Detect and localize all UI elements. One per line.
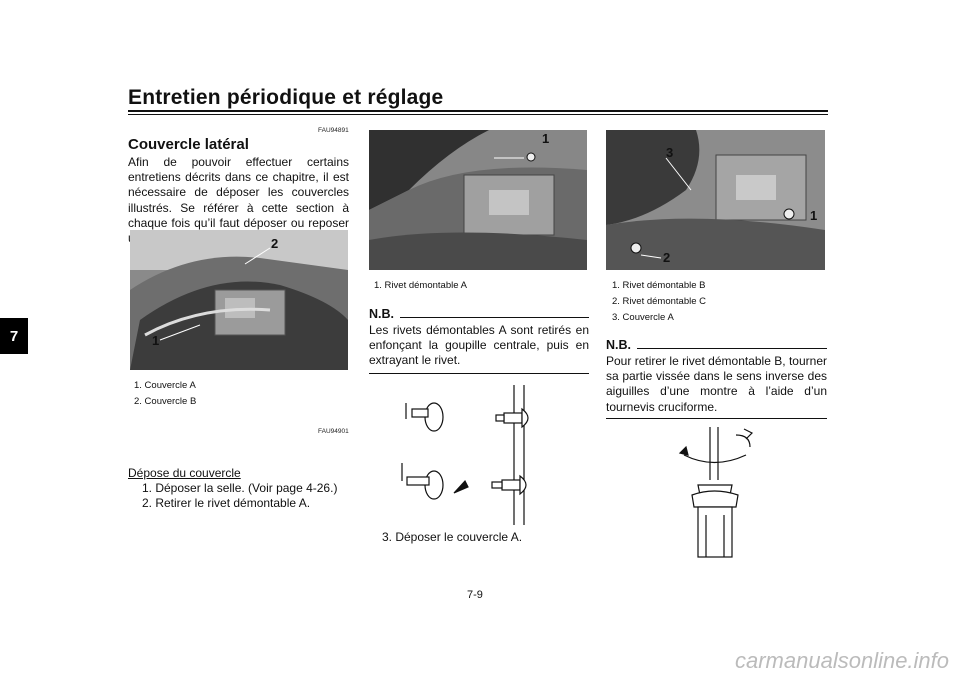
figure-rivet-a [369,130,587,270]
section-heading: Couvercle latéral [128,136,249,153]
step-item: 3. Déposer le couvercle A. [382,530,523,544]
page-number: 7-9 [467,589,483,601]
header-rule-thin [128,114,828,115]
figure-side-covers [130,230,348,370]
figure-callout-1: 1 [152,333,160,348]
page-title: Entretien périodique et réglage [128,86,444,109]
figure-callout-2: 2 [663,250,671,265]
figure-callout-1: 1 [810,208,818,223]
note-text: Pour retirer le rivet démontable B, tour… [606,354,827,414]
figure-screw-rivet-diagram [676,425,776,565]
steps-list: 1. Déposer la selle. (Voir page 4-26.) 2… [142,481,337,511]
figure-rivets-b-c [606,130,825,270]
watermark: carmanualsonline.info [735,648,950,673]
note-divider [606,418,827,419]
chapter-tab: 7 [0,318,28,354]
reference-code: FAU94901 [318,428,349,435]
step-item: 1. Déposer la selle. (Voir page 4-26.) [142,481,338,495]
caption-item: 2. Rivet démontable C [612,296,706,308]
figure-caption-list: 1. Couvercle A 2. Couvercle B [134,378,196,410]
caption-item: 1. Rivet démontable B [612,280,706,291]
figure-rivet-removal-diagram [392,385,562,525]
caption-item: 1. Couvercle A [134,380,196,391]
figure-caption: 1. Rivet démontable A [374,280,467,291]
reference-code: FAU94891 [318,127,349,134]
figure-callout-3: 3 [666,145,674,160]
subheading: Dépose du couvercle [128,466,241,480]
figure-caption-list: 1. Rivet démontable B 2. Rivet démontabl… [612,278,706,327]
note-title: N.B. [606,338,827,352]
intro-paragraph: Afin de pouvoir effectuer certains entre… [128,155,349,245]
figure-callout-1: 1 [542,131,550,146]
note-title: N.B. [369,307,589,321]
caption-item: 2. Couvercle B [134,396,197,408]
caption-item: 3. Couvercle A [612,312,674,324]
note-text: Les rivets démontables A sont retirés en… [369,323,589,368]
step-item: 2. Retirer le rivet démontable A. [142,496,311,511]
header-rule [128,110,828,112]
note-divider [369,373,589,374]
figure-callout-2: 2 [271,236,279,251]
